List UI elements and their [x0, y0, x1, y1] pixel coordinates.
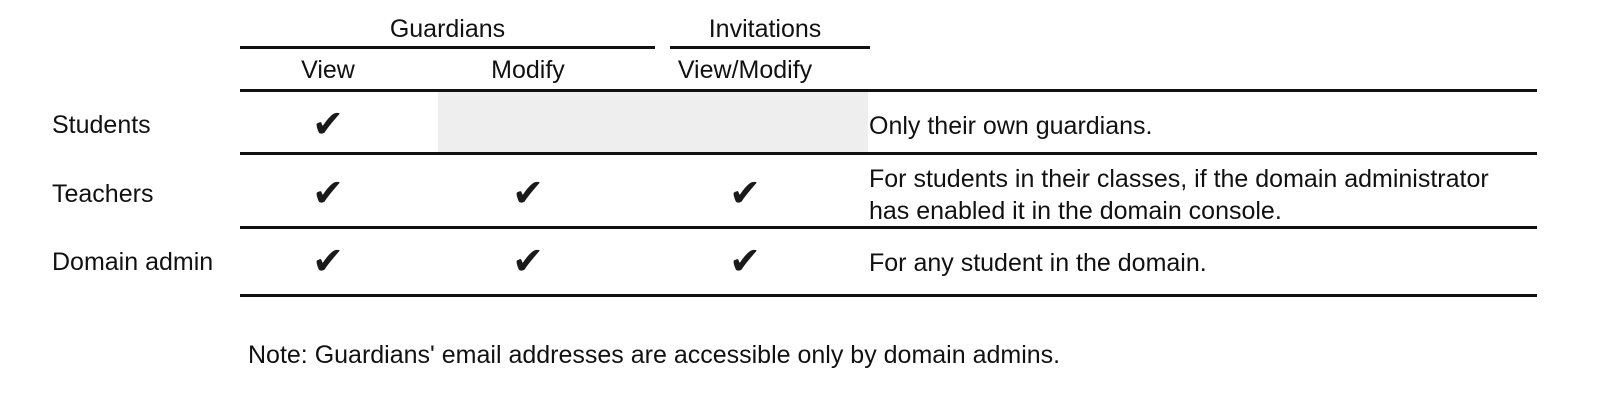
- column-header-invitations-view-modify: View/Modify: [677, 56, 813, 84]
- description-teachers: For students in their classes, if the do…: [869, 165, 1489, 225]
- table-rule-header-bottom: [240, 89, 1537, 92]
- description-domain-admin: For any student in the domain.: [869, 249, 1207, 277]
- row-label-students: Students: [52, 111, 151, 139]
- group-rule-invitations: [670, 46, 870, 49]
- column-header-guardians-modify: Modify: [491, 56, 565, 84]
- table-footnote: Note: Guardians' email addresses are acc…: [248, 341, 1061, 369]
- column-group-header-invitations: Invitations: [708, 15, 822, 43]
- column-group-header-guardians: Guardians: [389, 15, 506, 43]
- checkmark-teachers-invitations-view-modify: ✔: [729, 171, 761, 215]
- checkmark-students-guardians-view: ✔: [312, 102, 344, 146]
- table-rule-after-students: [240, 152, 1537, 155]
- description-students: Only their own guardians.: [869, 112, 1153, 140]
- checkmark-teachers-guardians-view: ✔: [312, 171, 344, 215]
- row-label-teachers: Teachers: [52, 180, 154, 208]
- checkmark-domain-admin-guardians-modify: ✔: [512, 239, 544, 283]
- checkmark-domain-admin-guardians-view: ✔: [312, 239, 344, 283]
- column-header-guardians-view: View: [301, 56, 355, 84]
- table-rule-table-bottom: [240, 294, 1537, 297]
- checkmark-teachers-guardians-modify: ✔: [512, 171, 544, 215]
- disabled-cell-students-guardians-modify-invitations: [438, 92, 868, 152]
- row-label-domain-admin: Domain admin: [52, 248, 214, 276]
- checkmark-domain-admin-invitations-view-modify: ✔: [729, 239, 761, 283]
- group-rule-guardians: [240, 46, 655, 49]
- table-rule-after-teachers: [240, 226, 1537, 229]
